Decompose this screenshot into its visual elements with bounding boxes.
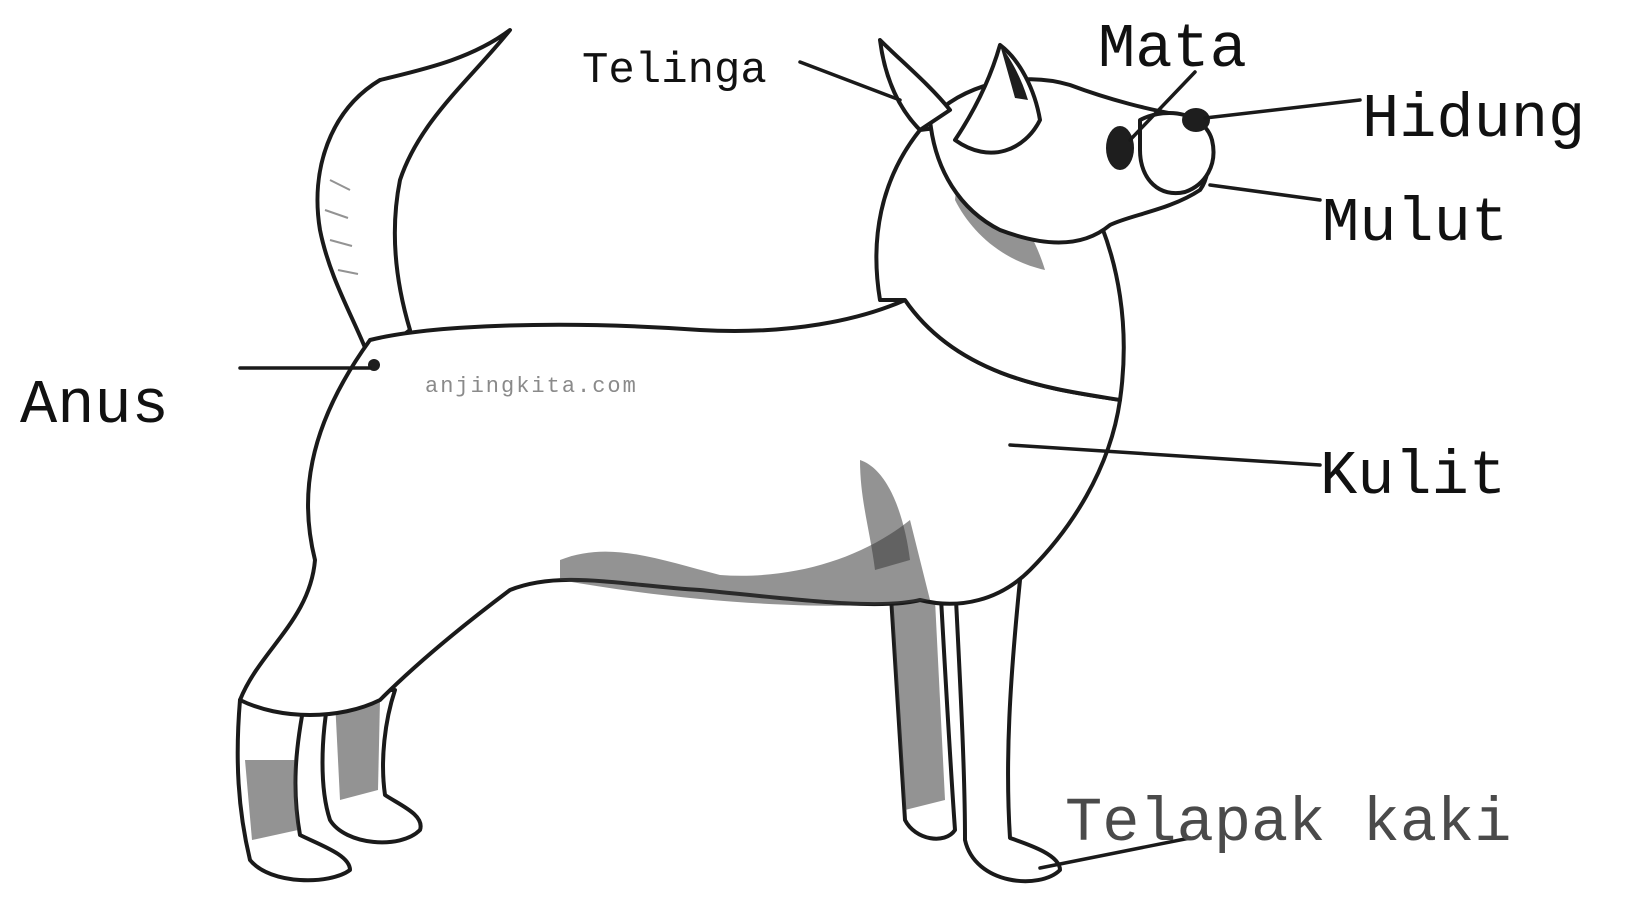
dog-front-leg-near	[955, 580, 1060, 881]
label-mata: Mata	[1098, 14, 1247, 85]
label-kulit: Kulit	[1320, 441, 1506, 512]
label-hidung: Hidung	[1362, 84, 1585, 155]
dog-ear-far	[880, 40, 950, 130]
label-telapak-kaki: Telapak kaki	[1065, 788, 1511, 859]
label-anus: Anus	[20, 370, 169, 441]
watermark: anjingkita.com	[425, 374, 638, 399]
label-mulut: Mulut	[1322, 188, 1508, 259]
dog-tail	[318, 30, 511, 360]
dog-nose	[1182, 108, 1210, 132]
hidung-leader-line	[1205, 100, 1360, 118]
label-telinga: Telinga	[582, 46, 767, 96]
dog-eye	[1106, 126, 1134, 170]
mulut-leader-line	[1210, 185, 1320, 200]
